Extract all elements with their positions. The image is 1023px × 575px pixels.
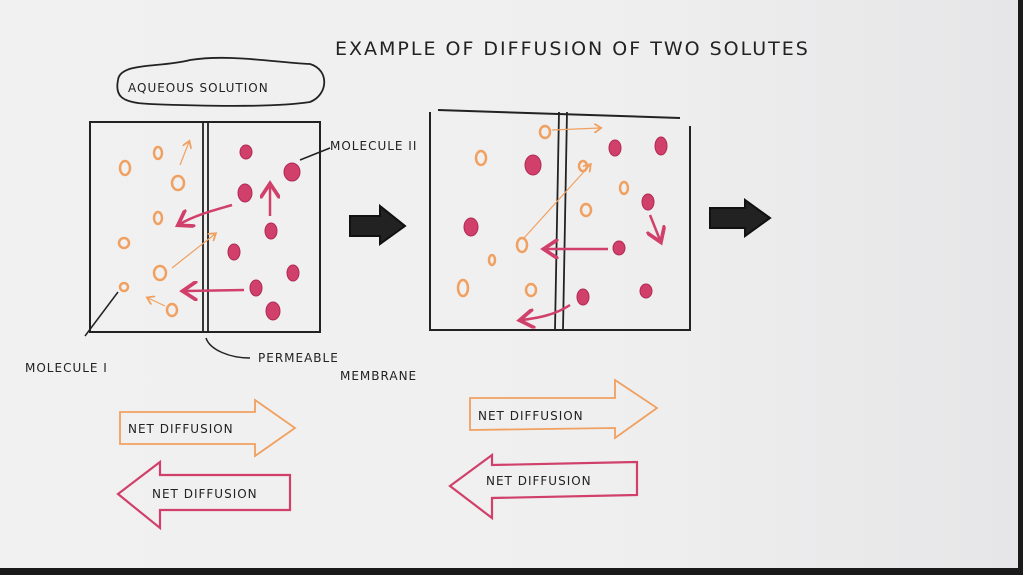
membrane-label: PERMEABLE MEMBRANE [205,337,417,383]
diagram-title: EXAMPLE OF DIFFUSION OF TWO SOLUTES [335,38,810,60]
svg-text:AQUEOUS SOLUTION: AQUEOUS SOLUTION [128,81,269,95]
svg-text:NET DIFFUSION: NET DIFFUSION [152,487,258,501]
svg-text:NET DIFFUSION: NET DIFFUSION [478,409,584,423]
net-diffusion-right-arrow-stage-2: NET DIFFUSION [469,378,659,440]
arrow-to-stage-2-icon [349,203,407,246]
arrow-to-stage-3-icon [709,198,772,238]
molecule-2-group [227,144,301,321]
molecule-1-label: MOLECULE I [25,291,119,375]
svg-text:MOLECULE II: MOLECULE II [330,139,417,153]
container-stage-1 [89,121,321,333]
molecule-1-group [117,145,186,318]
aqueous-solution-label: AQUEOUS SOLUTION [116,56,326,107]
container-stage-2 [429,109,691,331]
svg-text:NET DIFFUSION: NET DIFFUSION [128,422,234,436]
svg-text:MEMBRANE: MEMBRANE [340,369,417,383]
net-diffusion-left-arrow-stage-1: NET DIFFUSION [116,459,292,531]
svg-text:PERMEABLE: PERMEABLE [258,351,339,365]
net-diffusion-right-arrow-stage-1: NET DIFFUSION [119,398,297,458]
molecule-2-label: MOLECULE II [299,139,417,161]
svg-text:NET DIFFUSION: NET DIFFUSION [486,474,592,488]
net-diffusion-left-arrow-stage-2: NET DIFFUSION [448,452,639,521]
svg-text:MOLECULE I: MOLECULE I [25,361,108,375]
